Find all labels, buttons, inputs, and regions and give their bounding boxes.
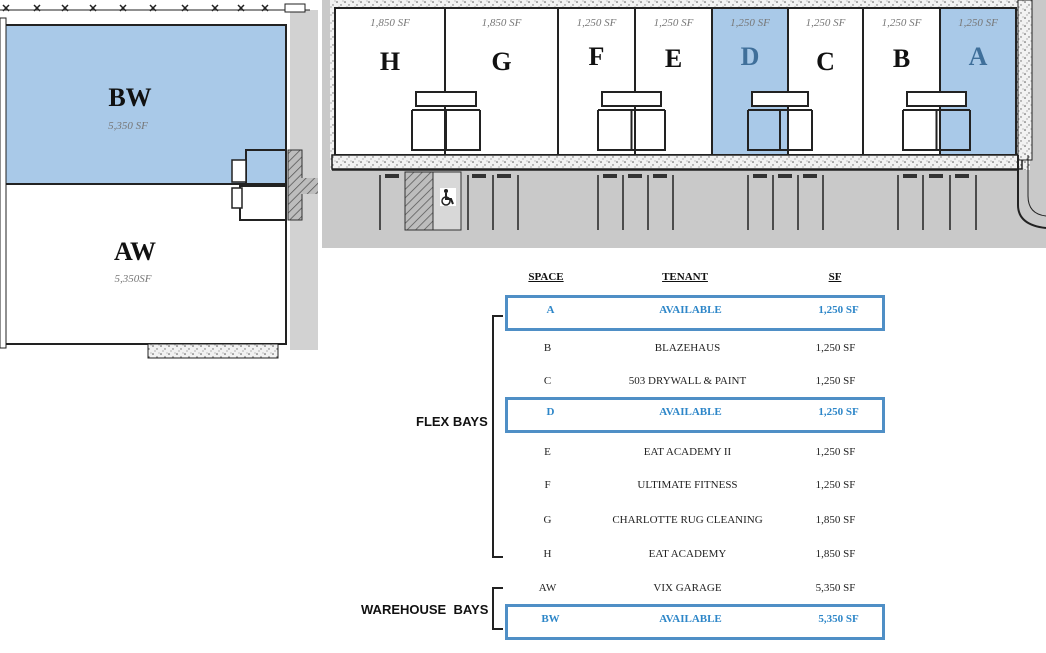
side-walkway xyxy=(1017,0,1033,161)
cell-space: BW xyxy=(541,613,560,625)
cell-sf: 1,250 SF xyxy=(815,479,856,491)
cell-tenant: AVAILABLE xyxy=(659,406,722,418)
group-label-warehouse: WAREHOUSE BAYS xyxy=(361,602,489,617)
fence-markers xyxy=(2,4,269,12)
wheelchair-icon xyxy=(440,188,456,206)
cell-space: D xyxy=(546,406,555,418)
unit-letter: B xyxy=(893,44,910,73)
unit-a xyxy=(939,7,1017,156)
table-row: D AVAILABLE 1,250 SF xyxy=(505,397,885,433)
unit-letter: D xyxy=(741,42,760,71)
table-row: H EAT ACADEMY 1,850 SF xyxy=(505,539,885,569)
restroom-fixture xyxy=(902,109,971,151)
table-row: B BLAZEHAUS 1,250 SF xyxy=(505,333,885,363)
unit-sf: 1,250 SF xyxy=(577,17,617,29)
flex-building: 1,850 SF H 1,850 SF G 1,250 SF F 1,250 SF E 1,25… xyxy=(322,0,1046,248)
cell-tenant: AVAILABLE xyxy=(659,304,722,316)
cell-sf: 1,250 SF xyxy=(818,304,859,316)
table-row: A AVAILABLE 1,250 SF xyxy=(505,295,885,331)
restroom-fixture-top xyxy=(751,91,809,107)
cell-tenant: 503 DRYWALL & PAINT xyxy=(628,375,747,387)
table-row: G CHARLOTTE RUG CLEANING 1,850 SF xyxy=(505,505,885,535)
header-space: SPACE xyxy=(528,271,564,283)
cell-sf: 1,250 SF xyxy=(818,406,859,418)
cell-space: B xyxy=(543,342,552,354)
cell-space: A xyxy=(546,304,555,316)
cell-space: AW xyxy=(538,582,557,594)
table-row: BW AVAILABLE 5,350 SF xyxy=(505,604,885,640)
restroom-fixture-top xyxy=(906,91,967,107)
unit-sf: 1,250 SF xyxy=(806,17,846,29)
cell-sf: 1,850 SF xyxy=(815,514,856,526)
cell-tenant: BLAZEHAUS xyxy=(654,342,721,354)
unit-sf: 1,850 SF xyxy=(370,17,410,29)
cell-sf: 1,850 SF xyxy=(815,548,856,560)
cell-space: G xyxy=(543,514,552,526)
unit-letter: A xyxy=(969,42,988,71)
cell-tenant: CHARLOTTE RUG CLEANING xyxy=(612,514,763,526)
table-row: F ULTIMATE FITNESS 1,250 SF xyxy=(505,470,885,500)
restroom-fixture-top xyxy=(415,91,477,107)
warehouse-building: BW 5,350 SF AW 5,350SF xyxy=(0,3,318,359)
cell-space: C xyxy=(543,375,552,387)
restroom-fixture xyxy=(597,109,666,151)
header-sf: SF xyxy=(828,271,842,283)
restroom-fixture xyxy=(747,109,813,151)
unit-letter: C xyxy=(816,47,835,76)
table-row: AW VIX GARAGE 5,350 SF xyxy=(505,573,885,603)
cell-space: H xyxy=(543,548,552,560)
table-row: C 503 DRYWALL & PAINT 1,250 SF xyxy=(505,366,885,396)
cell-sf: 5,350 SF xyxy=(818,613,859,625)
unit-aw-sf: 5,350SF xyxy=(115,273,152,285)
cell-tenant: EAT ACADEMY xyxy=(648,548,727,560)
unit-letter: F xyxy=(589,42,605,71)
unit-sf: 1,250 SF xyxy=(882,17,922,29)
cell-sf: 1,250 SF xyxy=(815,342,856,354)
cell-tenant: EAT ACADEMY II xyxy=(643,446,732,458)
unit-sf: 1,850 SF xyxy=(482,17,522,29)
unit-g xyxy=(444,7,559,156)
cell-sf: 1,250 SF xyxy=(815,446,856,458)
unit-sf: 1,250 SF xyxy=(958,17,998,29)
unit-letter: E xyxy=(665,44,682,73)
cell-sf: 1,250 SF xyxy=(815,375,856,387)
unit-bw-sf: 5,350 SF xyxy=(108,120,148,132)
cell-sf: 5,350 SF xyxy=(815,582,856,594)
cell-tenant: VIX GARAGE xyxy=(653,582,722,594)
unit-aw-letter: AW xyxy=(114,237,156,266)
unit-sf: 1,250 SF xyxy=(730,17,770,29)
warehouse-bays-bracket xyxy=(492,587,503,630)
sidewalk xyxy=(331,154,1023,170)
cell-tenant: ULTIMATE FITNESS xyxy=(637,479,738,491)
group-label-flex: FLEX BAYS xyxy=(416,414,488,429)
unit-bw-letter: BW xyxy=(108,83,151,112)
table-row: E EAT ACADEMY II 1,250 SF xyxy=(505,437,885,467)
restroom-fixture xyxy=(411,109,481,151)
cell-space: E xyxy=(544,446,551,458)
flex-bays-bracket xyxy=(492,315,503,558)
unit-bw xyxy=(3,24,287,185)
restroom-fixture-top xyxy=(601,91,662,107)
header-tenant: TENANT xyxy=(662,271,708,283)
unit-letter: G xyxy=(491,47,511,76)
cell-tenant: AVAILABLE xyxy=(659,613,722,625)
unit-letter: H xyxy=(380,47,400,76)
cell-space: F xyxy=(544,479,551,491)
unit-sf: 1,250 SF xyxy=(654,17,694,29)
unit-f xyxy=(557,7,636,156)
